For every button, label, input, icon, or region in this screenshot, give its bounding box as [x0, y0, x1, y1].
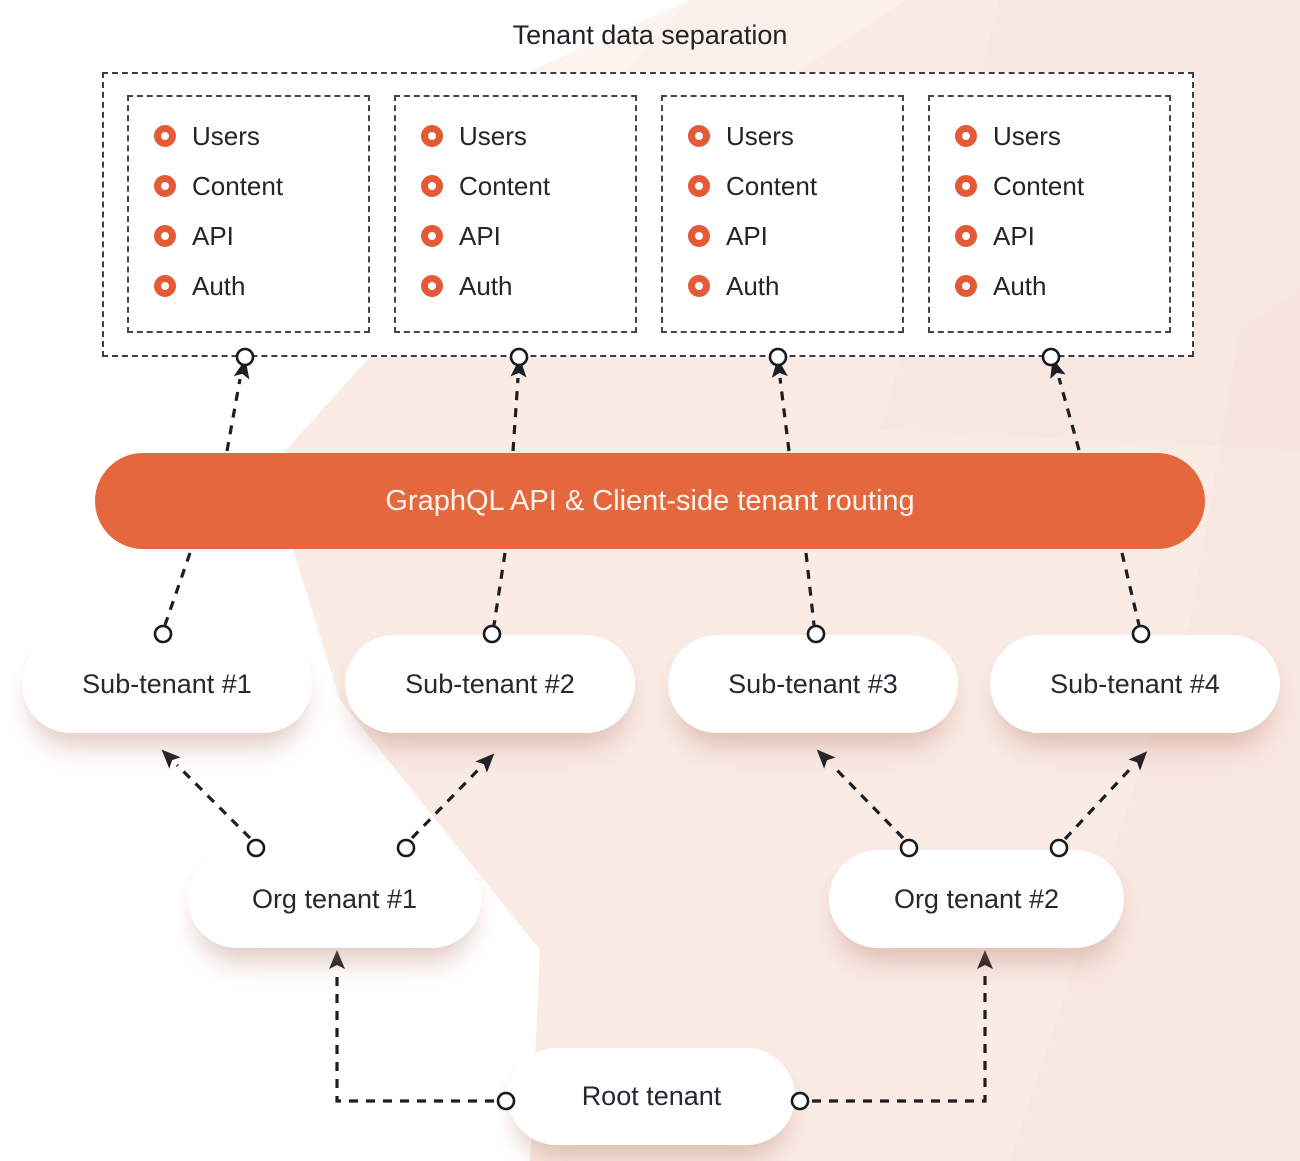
graphql-routing-bar: GraphQL API & Client-side tenant routing [95, 453, 1205, 549]
list-item-label: Content [993, 170, 1085, 201]
list-item: Content [421, 161, 635, 211]
list-item-label: Auth [726, 270, 780, 301]
ring-bullet-icon [688, 275, 710, 297]
list-item: API [421, 211, 635, 261]
dashed-arrow-icon [475, 753, 495, 773]
list-item: Users [154, 111, 368, 161]
list-item: Content [154, 161, 368, 211]
node-label: Org tenant #2 [893, 883, 1060, 914]
routing-bar-label: GraphQL API & Client-side tenant routing [385, 484, 915, 517]
ring-bullet-icon [154, 125, 176, 147]
list-item-label: API [459, 220, 501, 251]
ring-bullet-icon [421, 275, 443, 297]
connector-bar-to-box3 [778, 377, 791, 452]
node-label: Sub-tenant #4 [1050, 668, 1220, 699]
ring-bullet-icon [421, 225, 443, 247]
node-sub-tenant-1: Sub-tenant #1 [22, 635, 312, 733]
dashed-arrow-icon [233, 359, 250, 380]
node-sub-tenant-4: Sub-tenant #4 [990, 635, 1280, 733]
list-item: API [154, 211, 368, 261]
tenant-data-box-4: Users Content API Auth [928, 95, 1171, 333]
list-item: Users [955, 111, 1169, 161]
node-label: Sub-tenant #1 [82, 668, 252, 699]
dashed-arrow-icon [1050, 358, 1066, 379]
list-item-label: Content [459, 170, 551, 201]
list-item-label: Users [993, 120, 1061, 151]
node-root-tenant: Root tenant [508, 1048, 795, 1145]
list-item-label: Auth [192, 270, 246, 301]
list-item: Auth [688, 261, 902, 311]
connector-org1-to-sub2 [410, 767, 481, 840]
connector-bar-to-box1 [225, 378, 242, 452]
node-label: Sub-tenant #2 [405, 668, 575, 699]
ring-bullet-icon [154, 175, 176, 197]
page-title: Tenant data separation [512, 20, 788, 50]
connector-org2-to-sub4 [1063, 765, 1134, 841]
list-item: Content [955, 161, 1169, 211]
list-item-label: API [726, 220, 768, 251]
dashed-arrow-icon [977, 950, 993, 969]
node-sub-tenant-3: Sub-tenant #3 [668, 635, 958, 733]
tenant-data-list: Users Content API Auth [154, 111, 368, 311]
dashed-arrow-icon [161, 749, 181, 769]
ring-bullet-icon [955, 175, 977, 197]
list-item: Content [688, 161, 902, 211]
connector-sub4-to-bar [1120, 552, 1141, 626]
tenant-data-list: Users Content API Auth [955, 111, 1169, 311]
connector-org2-to-sub3 [830, 763, 905, 840]
list-item: Users [421, 111, 635, 161]
connector-root-to-org1 [335, 974, 494, 1103]
list-item-label: Users [726, 120, 794, 151]
list-item-label: Auth [993, 270, 1047, 301]
node-org-tenant-2: Org tenant #2 [829, 850, 1124, 948]
list-item-label: API [993, 220, 1035, 251]
ring-bullet-icon [154, 275, 176, 297]
node-label: Org tenant #1 [251, 883, 418, 914]
connector-sub1-to-bar [163, 552, 192, 626]
list-item-label: Users [459, 120, 527, 151]
connector-sub2-to-bar [492, 552, 507, 626]
node-label: Sub-tenant #3 [728, 668, 898, 699]
tenant-data-box-2: Users Content API Auth [394, 95, 637, 333]
ring-bullet-icon [955, 275, 977, 297]
list-item-label: Auth [459, 270, 513, 301]
ring-bullet-icon [688, 225, 710, 247]
ring-bullet-icon [421, 175, 443, 197]
ring-bullet-icon [955, 125, 977, 147]
dashed-arrow-icon [329, 950, 345, 969]
ring-bullet-icon [688, 175, 710, 197]
list-item: API [955, 211, 1169, 261]
dashed-arrow-icon [1128, 751, 1148, 771]
dashed-arrow-icon [771, 358, 788, 378]
list-item: Users [688, 111, 902, 161]
tenant-data-box-1: Users Content API Auth [127, 95, 370, 333]
list-item: Auth [955, 261, 1169, 311]
tenant-data-list: Users Content API Auth [688, 111, 902, 311]
list-item-label: API [192, 220, 234, 251]
ring-bullet-icon [688, 125, 710, 147]
dashed-arrow-icon [510, 358, 527, 378]
list-item-label: Content [726, 170, 818, 201]
list-item: API [688, 211, 902, 261]
ring-bullet-icon [154, 225, 176, 247]
connector-bar-to-box2 [511, 377, 520, 452]
list-item-label: Content [192, 170, 284, 201]
list-item: Auth [154, 261, 368, 311]
ring-bullet-icon [421, 125, 443, 147]
list-item-label: Users [192, 120, 260, 151]
tenant-data-box-3: Users Content API Auth [661, 95, 904, 333]
dashed-arrow-icon [816, 749, 836, 769]
list-item: Auth [421, 261, 635, 311]
connector-sub3-to-bar [804, 552, 816, 626]
node-sub-tenant-2: Sub-tenant #2 [345, 635, 635, 733]
connector-root-to-org2 [812, 974, 987, 1103]
node-org-tenant-1: Org tenant #1 [188, 850, 481, 948]
tenant-data-list: Users Content API Auth [421, 111, 635, 311]
ring-bullet-icon [955, 225, 977, 247]
connector-bar-to-box4 [1057, 377, 1081, 451]
node-label: Root tenant [581, 1081, 722, 1111]
connector-org1-to-sub1 [175, 763, 252, 840]
